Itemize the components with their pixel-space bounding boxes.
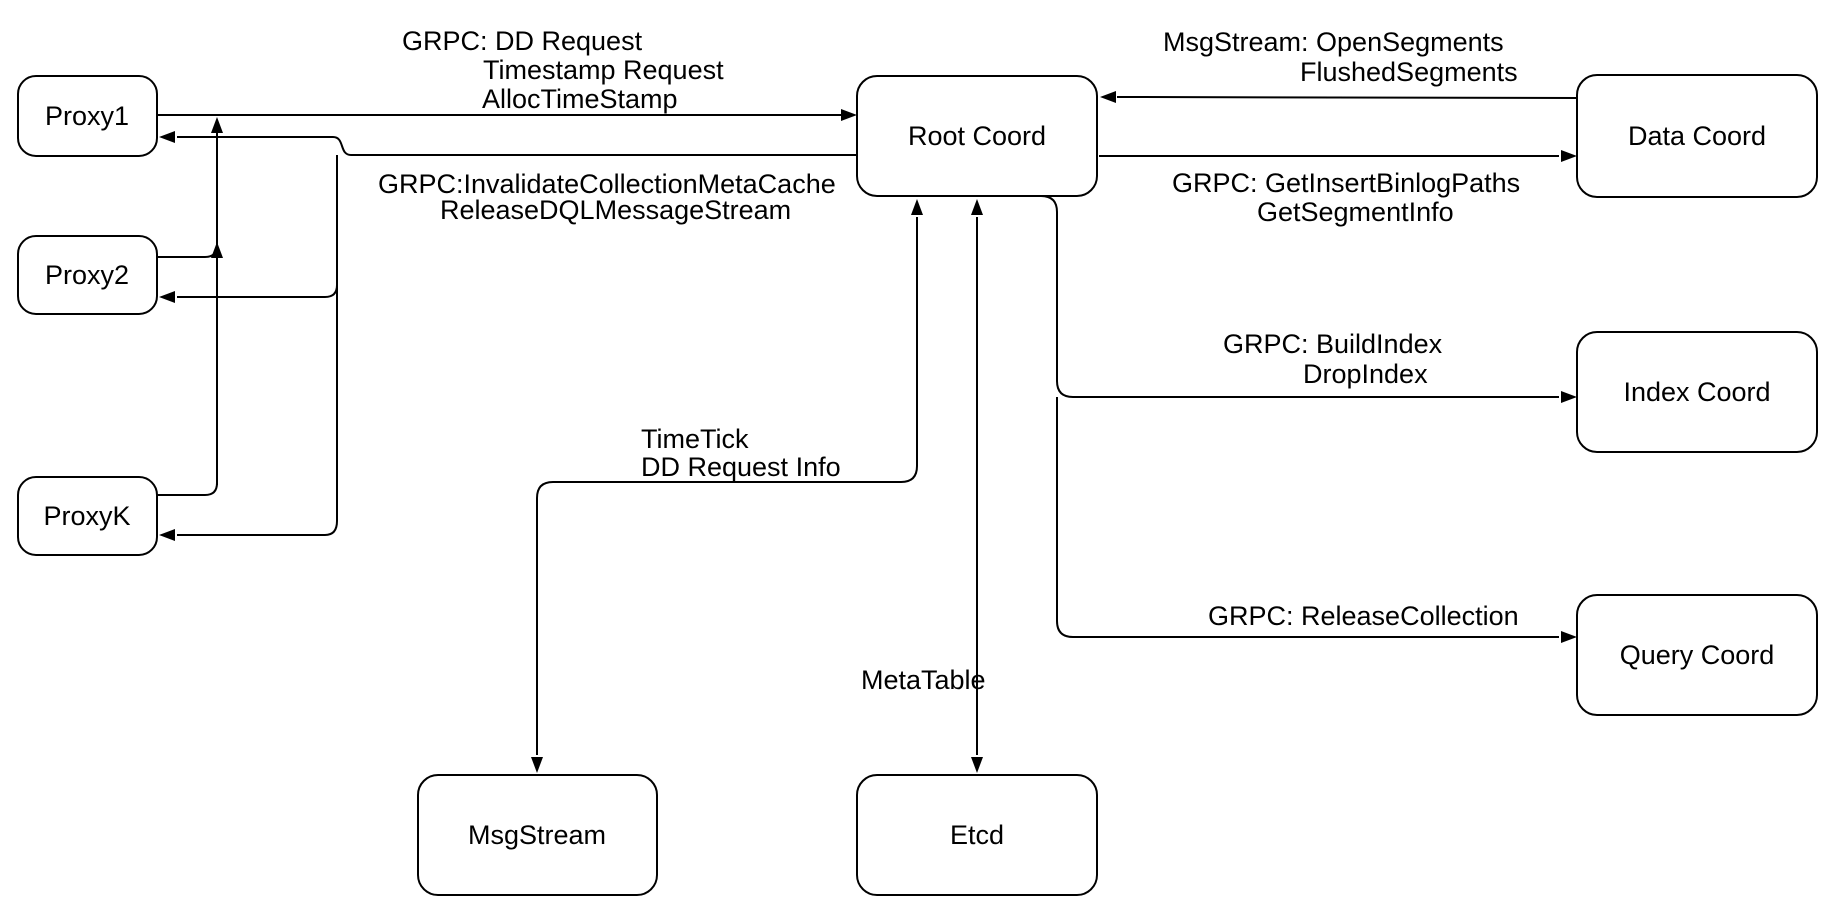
node-msgstream-box	[417, 774, 658, 896]
arrowhead-into-root-right	[1100, 91, 1116, 103]
node-data-coord-box	[1576, 74, 1818, 198]
node-index-coord: Index Coord	[1576, 331, 1818, 453]
node-query-coord: Query Coord	[1576, 594, 1818, 716]
edge-proxyk-out-stub	[157, 482, 218, 496]
arrowhead-msgstream-into-root	[911, 199, 923, 215]
label-root-to-query-line1: GRPC: ReleaseCollection	[1208, 601, 1519, 631]
node-proxy2: Proxy2	[17, 235, 158, 315]
label-root-to-index-line2: DropIndex	[1303, 359, 1428, 389]
node-root-coord-box	[856, 75, 1098, 197]
node-proxy1: Proxy1	[17, 75, 158, 157]
edge-root-to-proxy2	[177, 284, 338, 298]
label-root-to-proxies-line2: ReleaseDQLMessageStream	[440, 195, 791, 225]
node-query-coord-label: Query Coord	[1620, 640, 1775, 670]
node-index-coord-label: Index Coord	[1623, 377, 1770, 407]
label-root-to-index-line1: GRPC: BuildIndex	[1223, 329, 1443, 359]
node-root-coord: Root Coord	[856, 75, 1098, 197]
node-msgstream-label: MsgStream	[468, 820, 606, 850]
arrowhead-into-etcd	[971, 757, 983, 773]
node-proxy1-label: Proxy1	[45, 101, 129, 131]
arrowhead-into-query	[1561, 631, 1577, 643]
node-etcd-label: Etcd	[950, 820, 1004, 850]
label-root-to-msgstream-line2: DD Request Info	[641, 452, 841, 482]
label-root-to-data-line2: GetSegmentInfo	[1257, 197, 1454, 227]
node-msgstream: MsgStream	[417, 774, 658, 896]
node-root-coord-label: Root Coord	[908, 121, 1046, 151]
edge-root-msgstream	[536, 217, 918, 755]
node-query-coord-box	[1576, 594, 1818, 716]
edge-proxy2-out-stub	[157, 244, 218, 258]
label-proxies-to-root-line2: Timestamp Request	[483, 55, 724, 85]
edge-root-to-proxy1	[177, 136, 857, 156]
edge-data-to-root	[1116, 96, 1578, 99]
label-root-to-data-line1: GRPC: GetInsertBinlogPaths	[1172, 168, 1520, 198]
node-proxy2-label: Proxy2	[45, 260, 129, 290]
node-etcd-box	[856, 774, 1098, 896]
label-root-to-msgstream-line1: TimeTick	[641, 424, 749, 454]
arrowhead-into-root-left	[841, 109, 857, 121]
arrowhead-into-data	[1561, 150, 1577, 162]
label-root-to-etcd-line1: MetaTable	[861, 665, 986, 695]
arrowhead-into-index	[1561, 391, 1577, 403]
label-data-to-root-line1: MsgStream: OpenSegments	[1163, 27, 1504, 57]
node-proxyk: ProxyK	[17, 476, 158, 556]
label-root-to-proxies-line1: GRPC:InvalidateCollectionMetaCache	[378, 169, 836, 199]
edge-root-to-proxyk	[177, 520, 338, 536]
node-proxyk-box	[17, 476, 158, 556]
arrowhead-into-proxy1	[159, 131, 175, 143]
arrowhead-collector-top	[211, 117, 223, 133]
arrowhead-into-proxyk	[159, 529, 175, 541]
label-proxies-to-root-line3: AllocTimeStamp	[482, 84, 678, 114]
edge-labels: GRPC: DD Request Timestamp Request Alloc…	[378, 26, 1520, 695]
arrowhead-into-msgstream	[531, 757, 543, 773]
node-index-coord-box	[1576, 331, 1818, 453]
arrowhead-etcd-into-root	[971, 199, 983, 215]
node-proxy2-box	[17, 235, 158, 315]
arrowhead-into-proxy2	[159, 291, 175, 303]
label-proxies-to-root-line1: GRPC: DD Request	[402, 26, 643, 56]
edge-root-to-query	[1056, 397, 1559, 638]
node-proxyk-label: ProxyK	[43, 501, 130, 531]
node-data-coord-label: Data Coord	[1628, 121, 1766, 151]
node-data-coord: Data Coord	[1576, 74, 1818, 198]
node-proxy1-box	[17, 75, 158, 157]
node-etcd: Etcd	[856, 774, 1098, 896]
label-data-to-root-line2: FlushedSegments	[1300, 57, 1518, 87]
